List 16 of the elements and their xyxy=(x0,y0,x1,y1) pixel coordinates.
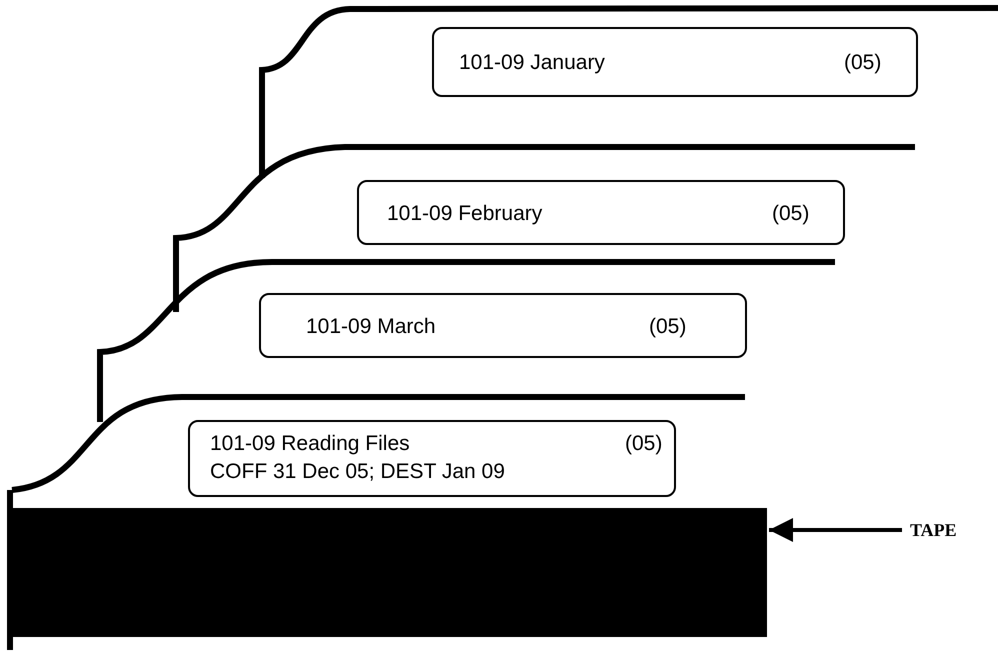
label-text: 101-09 January xyxy=(459,51,605,75)
label-text: 101-09 February xyxy=(387,202,542,226)
folder-label xyxy=(432,27,918,97)
arrow xyxy=(769,518,902,542)
folder-label xyxy=(357,180,845,245)
label-text: 101-09 March xyxy=(306,315,436,339)
folder-label xyxy=(188,420,676,497)
tape-bar xyxy=(12,508,767,637)
folder-label xyxy=(259,293,747,358)
label-text: (05) xyxy=(649,315,686,339)
tape-label: TAPE xyxy=(910,517,957,543)
label-text: 101-09 Reading Files xyxy=(210,432,410,456)
label-text: (05) xyxy=(625,432,662,456)
label-text: (05) xyxy=(772,202,810,226)
label-text: COFF 31 Dec 05; DEST Jan 09 xyxy=(210,460,505,484)
label-text: (05) xyxy=(844,51,882,75)
